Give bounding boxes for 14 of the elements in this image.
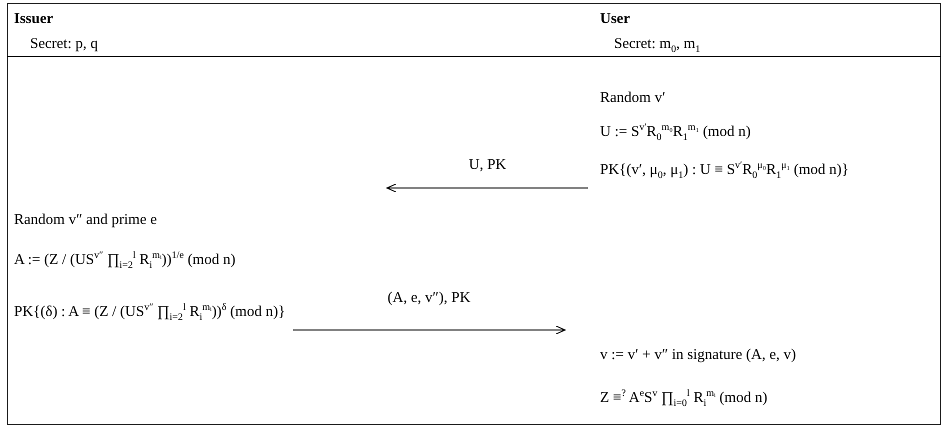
step-text: v := v′ + v″ in signature (A, e, v) — [600, 346, 796, 365]
formula: A := (Z / (US$^{v″}$ ∏$_{i=2}$$^{l}$ R$_{i}$$^{mᵢ}$))$^{1/e}$ (mod n) — [14, 249, 236, 273]
column-heading: User — [600, 10, 630, 29]
secret-note: Secret: p, q — [30, 35, 98, 54]
formula: U := S$^{v′}$R$_{0}$$^{m₀}$R$_{1}$$^{m₁}$ (mod n) — [600, 121, 751, 145]
secret-note: Secret: m$_{0}$, m$_{1}$ — [614, 35, 700, 57]
step-text: Random v″ and prime e — [14, 211, 157, 230]
proof-statement: PK{(v′, μ$_{0}$, μ$_{1}$) : U ≡ S$^{v′}$R$_{0}$$^{μ₀}$R$_{1}$$^{μ₁}$ (mod n)} — [600, 156, 849, 186]
column-heading: Issuer — [14, 10, 54, 29]
message-arrow — [386, 184, 588, 192]
formula: Z ≡$^{?}$ A$^{e}$S$^{v}$ ∏$_{i=0}$$^{l}$ R$_{i}$$^{mᵢ}$ (mod n) — [600, 387, 768, 411]
proof-statement: PK{(δ) : A ≡ (Z / (US$^{v″}$ ∏$_{i=2}$$^{l}$ R$_{i}$$^{mᵢ}$))$^{δ}$ (mod n)} — [14, 298, 286, 328]
message-arrow — [292, 326, 566, 334]
step-text: Random v′ — [600, 89, 666, 108]
